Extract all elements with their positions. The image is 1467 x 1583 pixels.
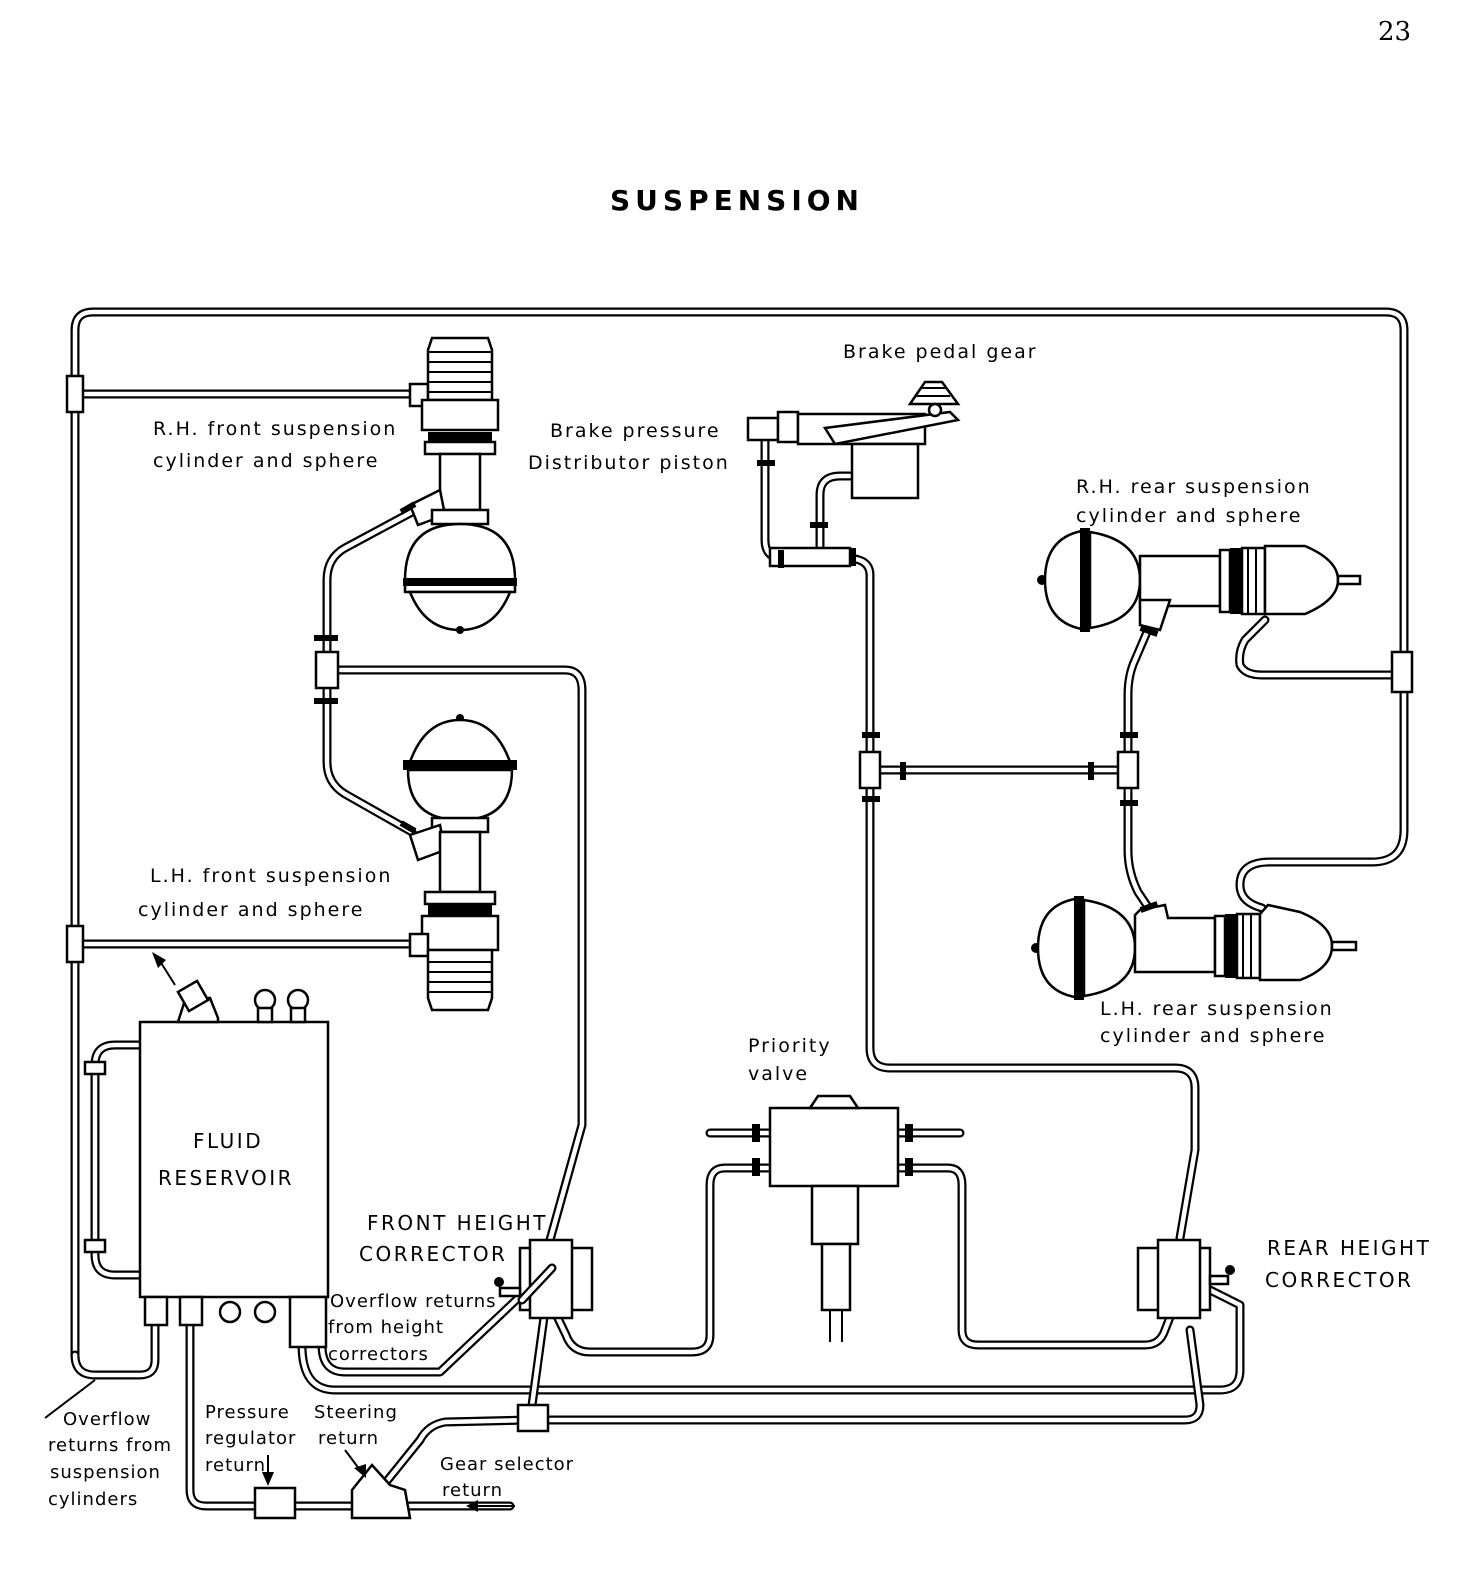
lh-rear-suspension-cylinder xyxy=(1031,896,1358,1000)
label-distributor-piston: Distributor piston xyxy=(528,452,730,474)
fluid-reservoir xyxy=(83,952,330,1349)
label-pressure-reg-3: return xyxy=(205,1455,266,1476)
label-rear-corrector: CORRECTOR xyxy=(1265,1268,1413,1292)
pipe-fittings xyxy=(65,374,1414,1520)
label-reservoir: RESERVOIR xyxy=(158,1166,294,1190)
leader-lines xyxy=(44,1379,515,1512)
label-lh-front-1: L.H. front suspension xyxy=(150,865,392,887)
page-title: SUSPENSION xyxy=(610,184,864,217)
label-brake-pedal-gear: Brake pedal gear xyxy=(843,341,1038,363)
front-height-corrector xyxy=(494,1238,594,1320)
label-front-height: FRONT HEIGHT xyxy=(367,1211,548,1235)
priority-valve xyxy=(768,1094,900,1342)
label-overflow-susp-1: Overflow xyxy=(63,1409,151,1430)
rh-front-suspension-cylinder xyxy=(399,336,517,634)
label-brake-pressure: Brake pressure xyxy=(550,420,721,442)
lh-front-suspension-cylinder xyxy=(399,714,517,1012)
brake-pressure-distributor xyxy=(746,380,961,500)
label-rh-front-1: R.H. front suspension xyxy=(153,418,397,440)
label-gear-selector-2: return xyxy=(442,1480,503,1501)
label-lh-rear-2: cylinder and sphere xyxy=(1100,1025,1326,1047)
label-overflow-hc-3: correctors xyxy=(328,1344,429,1365)
label-rh-rear-2: cylinder and sphere xyxy=(1076,505,1302,527)
label-overflow-susp-3: suspension xyxy=(50,1462,161,1483)
label-steering-2: return xyxy=(318,1428,379,1449)
page-number: 23 xyxy=(1378,17,1411,47)
rh-rear-suspension-cylinder xyxy=(1037,528,1362,637)
label-valve: valve xyxy=(748,1063,809,1085)
rear-height-corrector xyxy=(1136,1238,1235,1320)
label-pressure-reg-1: Pressure xyxy=(205,1402,290,1423)
label-steering-1: Steering xyxy=(314,1402,398,1423)
label-rh-rear-1: R.H. rear suspension xyxy=(1076,476,1312,498)
label-overflow-susp-2: returns from xyxy=(48,1435,172,1456)
label-overflow-hc-1: Overflow returns xyxy=(330,1291,497,1312)
label-overflow-hc-2: from height xyxy=(328,1317,444,1338)
label-overflow-susp-4: cylinders xyxy=(48,1489,138,1510)
pipework xyxy=(70,307,1409,1511)
label-priority: Priority xyxy=(748,1035,832,1057)
label-rh-front-2: cylinder and sphere xyxy=(153,450,379,472)
label-lh-rear-1: L.H. rear suspension xyxy=(1100,998,1334,1020)
label-front-corrector: CORRECTOR xyxy=(359,1242,507,1266)
label-rear-height: REAR HEIGHT xyxy=(1267,1236,1431,1260)
label-pressure-reg-2: regulator xyxy=(205,1428,296,1449)
label-gear-selector-1: Gear selector xyxy=(440,1454,574,1475)
label-fluid: FLUID xyxy=(193,1129,263,1153)
label-lh-front-2: cylinder and sphere xyxy=(138,899,364,921)
